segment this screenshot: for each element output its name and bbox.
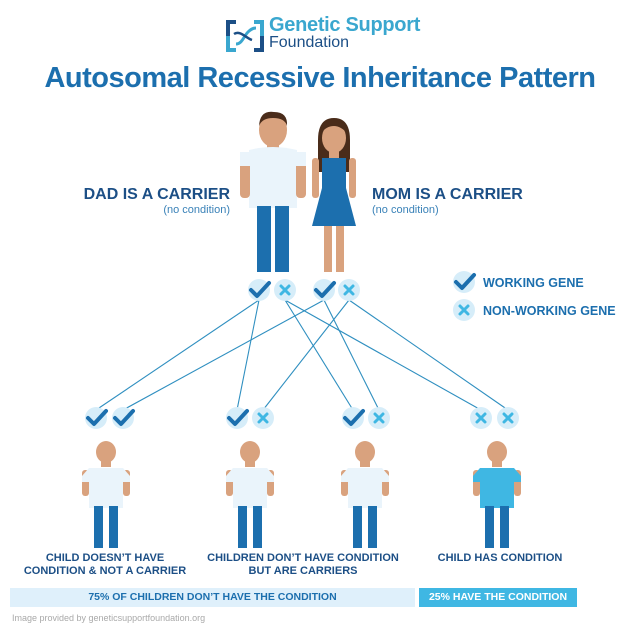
- check-icon: [311, 277, 337, 303]
- cross-icon: [366, 405, 392, 431]
- child-figure-affected: [473, 441, 521, 548]
- cross-icon: [272, 277, 298, 303]
- cross-icon: [451, 297, 477, 323]
- check-icon: [451, 269, 477, 295]
- check-icon: [340, 405, 366, 431]
- dad-label: DAD IS A CARRIER: [83, 186, 230, 203]
- page-title: Autosomal Recessive Inheritance Pattern: [44, 62, 596, 94]
- inheritance-lines: [95, 299, 509, 411]
- check-icon: [246, 277, 272, 303]
- dad-sublabel: (no condition): [163, 204, 230, 216]
- child-figure-carrier: [341, 441, 389, 548]
- check-icon: [83, 405, 109, 431]
- mom-sublabel: (no condition): [372, 204, 439, 216]
- logo-subname: Foundation: [269, 34, 350, 51]
- check-icon: [110, 405, 136, 431]
- child-label-carriers: CHILDREN DON’T HAVE CONDITION BUT ARE CA…: [207, 552, 399, 577]
- child-figure-unaffected: [82, 441, 130, 548]
- logo-name: Genetic Support: [269, 14, 421, 36]
- cross-icon: [495, 405, 521, 431]
- dad-figure: [240, 111, 306, 272]
- mom-label: MOM IS A CARRIER: [372, 186, 523, 203]
- child2-genes: [224, 405, 276, 431]
- mom-genes: [311, 277, 362, 303]
- logo-icon: [226, 20, 264, 52]
- child-figure-carrier: [226, 441, 274, 548]
- legend-working-label: WORKING GENE: [483, 276, 584, 290]
- image-credit: Image provided by geneticsupportfoundati…: [12, 613, 206, 623]
- cross-icon: [468, 405, 494, 431]
- child-label-affected: CHILD HAS CONDITION: [437, 552, 563, 564]
- child1-genes: [83, 405, 136, 431]
- dad-genes: [246, 277, 298, 303]
- cross-icon: [250, 405, 276, 431]
- legend-non-working-label: NON-WORKING GENE: [483, 304, 616, 318]
- child3-genes: [340, 405, 392, 431]
- check-icon: [224, 405, 250, 431]
- mom-figure: [312, 118, 356, 272]
- child4-genes: [468, 405, 521, 431]
- child-label-unaffected: CHILD DOESN’T HAVE CONDITION & NOT A CAR…: [23, 552, 187, 577]
- cross-icon: [336, 277, 362, 303]
- summary-no-condition-bar: 75% OF CHILDREN DON’T HAVE THE CONDITION: [10, 588, 415, 607]
- summary-has-condition-bar: 25% HAVE THE CONDITION: [419, 588, 577, 607]
